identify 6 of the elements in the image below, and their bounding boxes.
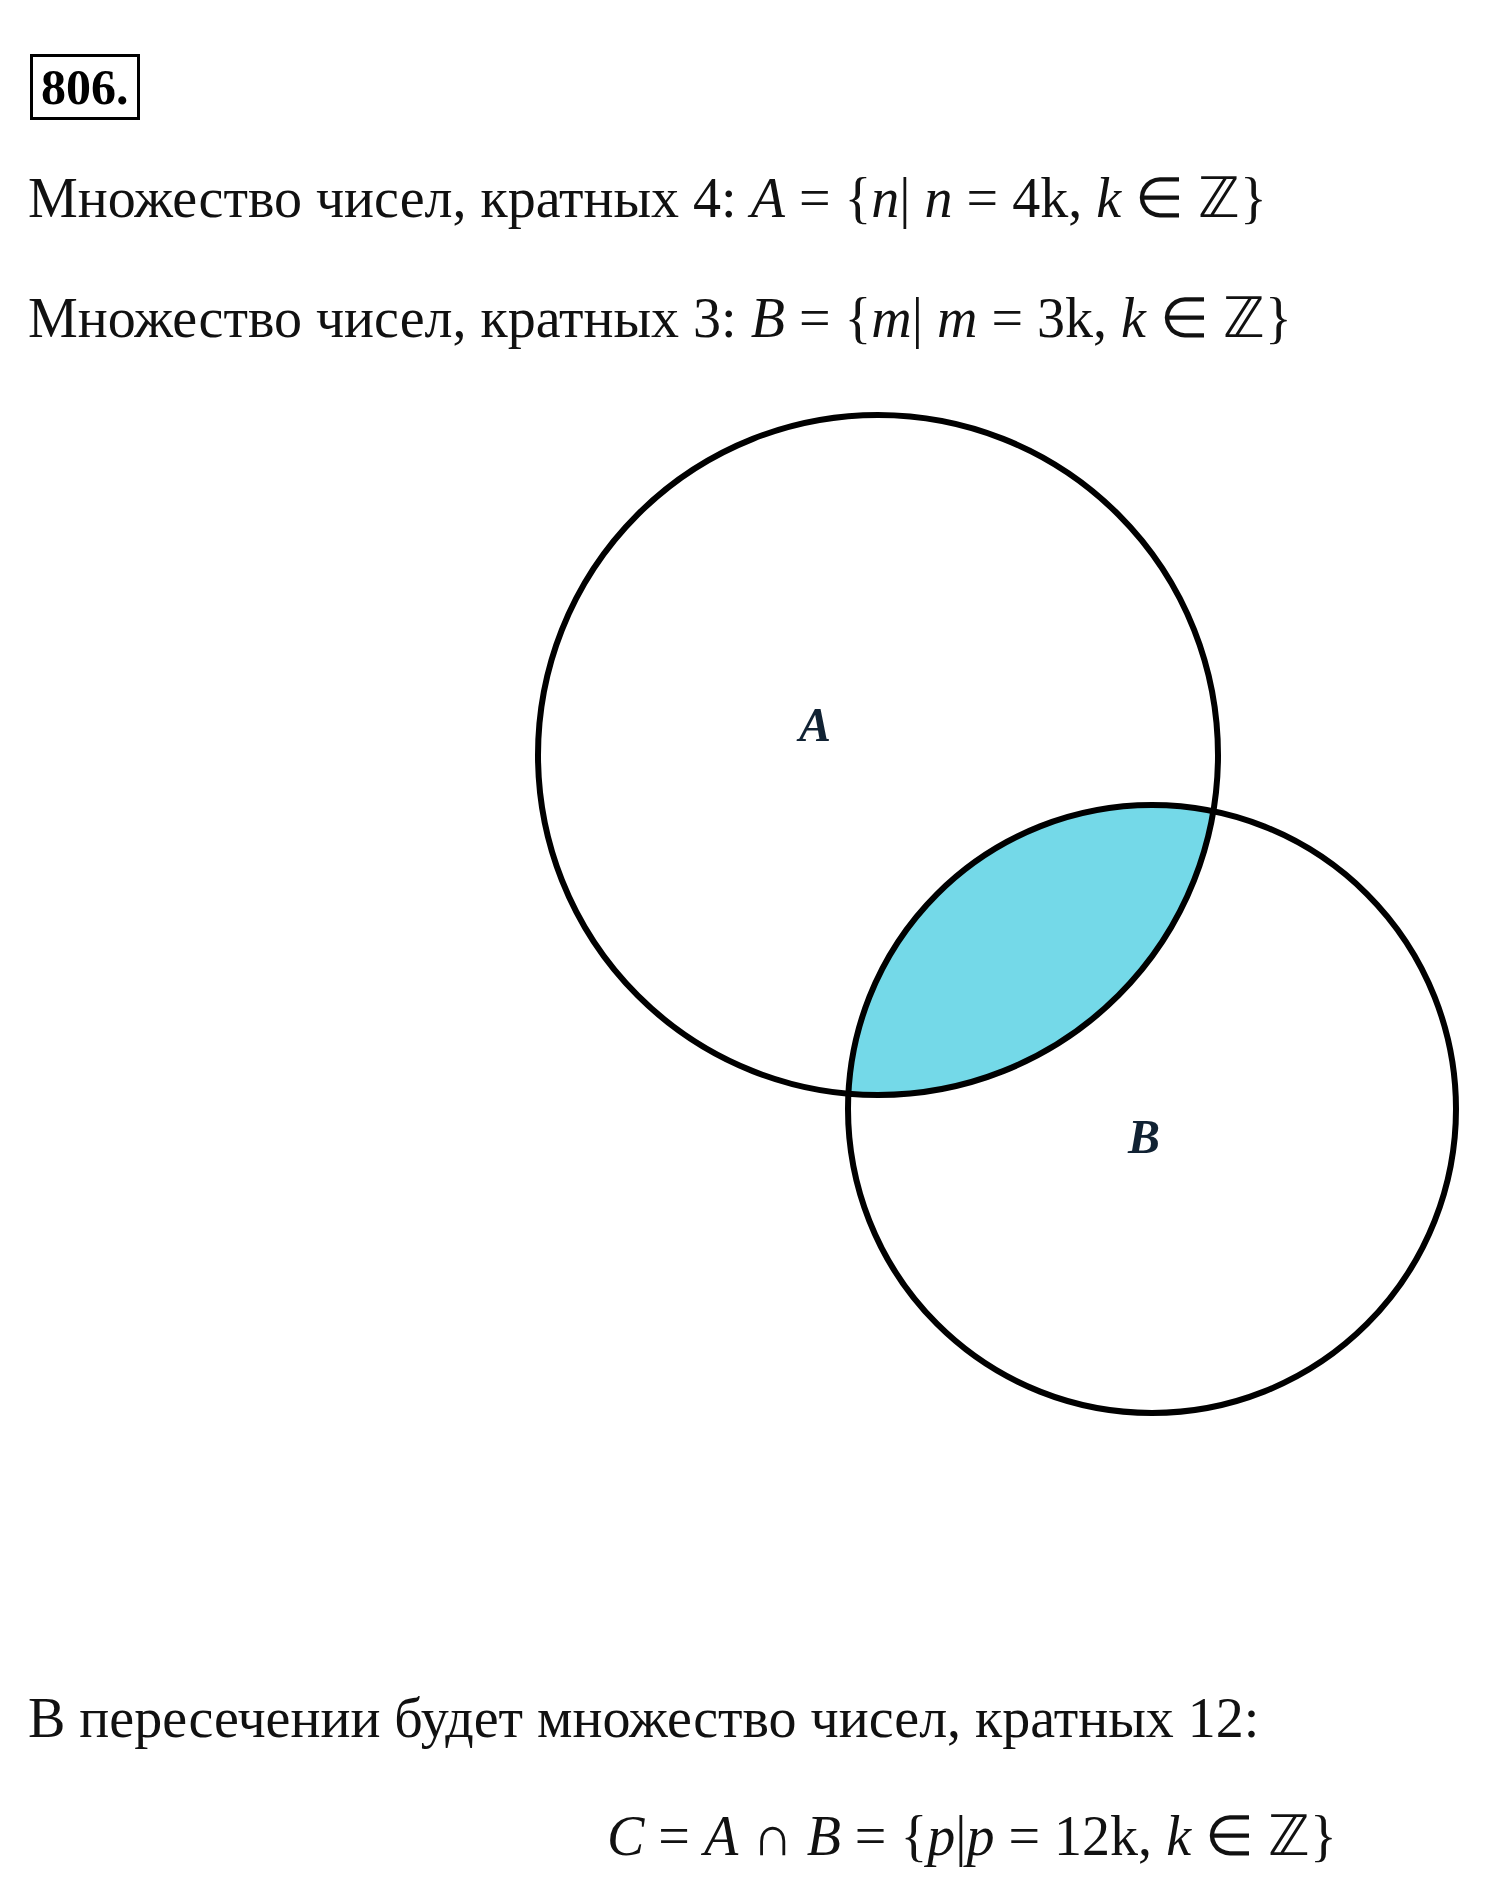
set-label: B [1128, 1109, 1160, 1164]
intersection-formula: C = A ∩ B = {p|p = 12k, k ∈ ℤ} [607, 1806, 1337, 1868]
intersection-statement: В пересечении будет множество чисел, кратных 12: [28, 1688, 1260, 1750]
problem-number: 806. [30, 54, 140, 120]
set-definition: Множество чисел, кратных 3: B = {m| m = 3k, k ∈ ℤ} [28, 288, 1292, 350]
set-definition: Множество чисел, кратных 4: A = {n| n = 4k, k ∈ ℤ} [28, 168, 1267, 230]
